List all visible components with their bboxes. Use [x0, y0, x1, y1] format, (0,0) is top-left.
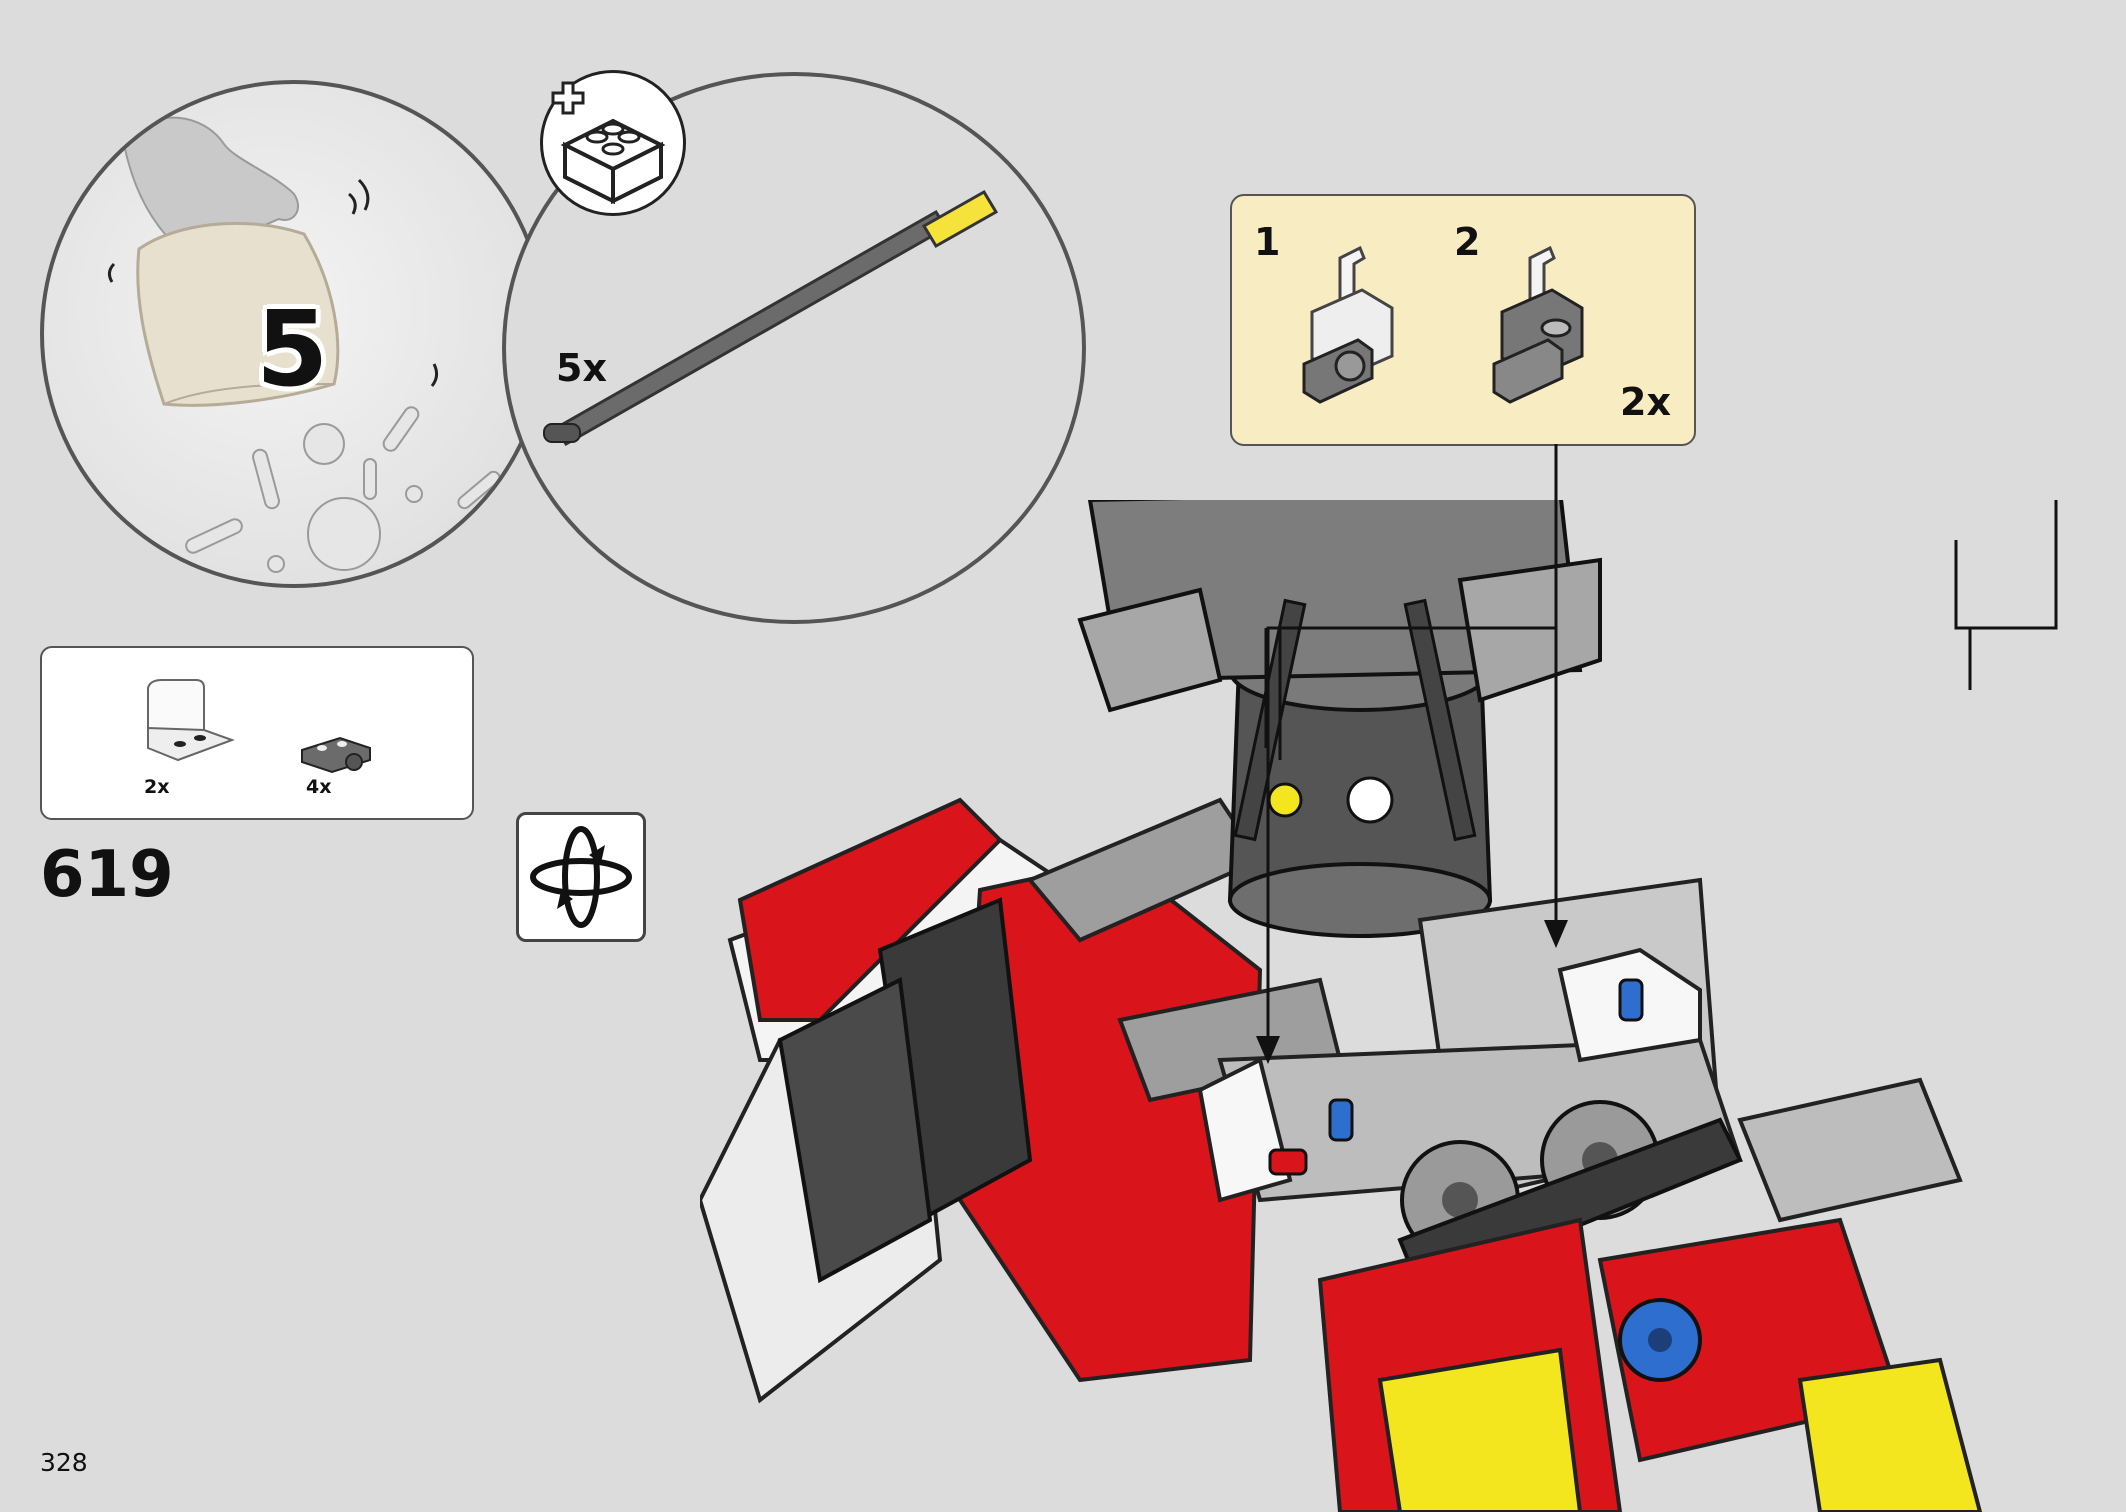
bracket-icon [147, 679, 235, 762]
callout-step-1: 1 [1254, 220, 1281, 264]
part-quantity: 2x [144, 776, 170, 798]
callout-step-2-quantity: 2x [1620, 380, 1671, 424]
rotate-model-icon [530, 826, 632, 928]
part-quantity: 4x [306, 776, 332, 798]
step-number: 619 [40, 838, 174, 912]
bag-circle [40, 80, 548, 588]
arrow-icon [1954, 500, 2058, 690]
bag-illustration [107, 116, 501, 573]
bracket-icon [1302, 246, 1394, 404]
tool-quantity: 5x [556, 346, 607, 390]
brick-icon [551, 81, 666, 205]
model-illustration [700, 500, 2058, 1512]
add-part-icon [551, 81, 585, 115]
bracket-icon [1492, 246, 1584, 404]
plate-icon [301, 736, 371, 774]
rotate-model-indicator [516, 812, 646, 942]
add-part-badge [540, 70, 686, 216]
page-number: 328 [40, 1448, 88, 1477]
tool-rod-icon [543, 189, 999, 447]
callout-step-2: 2 [1454, 220, 1481, 264]
sub-assembly-callout: 1 2 2x [1230, 194, 1696, 446]
parts-list: 2x 4x [40, 646, 474, 820]
bag-number: 5 [256, 288, 329, 410]
